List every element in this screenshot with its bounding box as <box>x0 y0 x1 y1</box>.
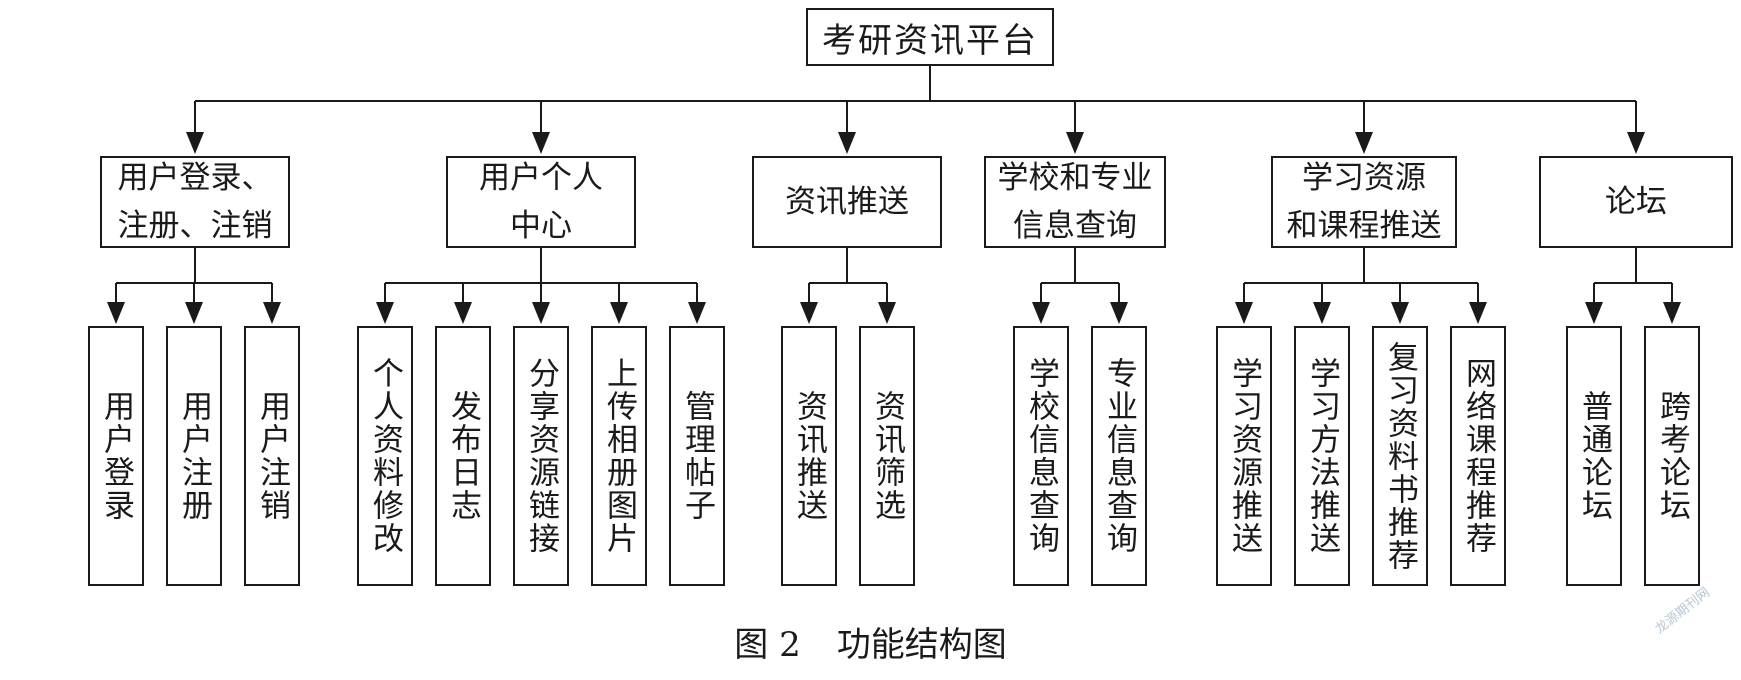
leaf-node: 学习方法推送 <box>1294 326 1350 586</box>
arrowhead <box>838 132 856 154</box>
leaf-label: 学校信息查询 <box>1023 357 1059 555</box>
figure-number: 图 2 <box>734 625 801 665</box>
module-node: 论坛 <box>1539 156 1733 248</box>
leaf-label: 普通论坛 <box>1576 390 1612 522</box>
leaf-node: 学习资源推送 <box>1216 326 1272 586</box>
leaf-label: 用户注销 <box>254 390 290 522</box>
arrowhead <box>532 302 550 324</box>
leaf-node: 用户注册 <box>166 326 222 586</box>
leaf-label: 个人资料修改 <box>367 357 403 555</box>
leaf-node: 个人资料修改 <box>357 326 413 586</box>
module-node: 用户登录、注册、注销 <box>100 156 290 248</box>
arrowhead <box>186 132 204 154</box>
leaf-node: 分享资源链接 <box>513 326 569 586</box>
arrowhead <box>1032 302 1050 324</box>
module-node: 用户个人中心 <box>446 156 636 248</box>
module-node: 学习资源和课程推送 <box>1271 156 1457 248</box>
leaf-label: 复习资料书推荐 <box>1382 340 1418 572</box>
leaf-label: 管理帖子 <box>679 390 715 522</box>
arrowhead <box>878 302 896 324</box>
arrowhead <box>185 302 203 324</box>
leaf-node: 用户注销 <box>244 326 300 586</box>
module-label-line: 用户登录、 <box>117 160 273 196</box>
leaf-node: 上传相册图片 <box>591 326 647 586</box>
module-label-line: 学校和专业 <box>997 160 1153 196</box>
module-label-line: 学习资源 <box>1302 160 1426 196</box>
figure-title: 功能结构图 <box>836 625 1007 665</box>
leaf-label: 学习方法推送 <box>1304 357 1340 555</box>
leaf-node: 普通论坛 <box>1566 326 1622 586</box>
leaf-label: 网络课程推荐 <box>1460 357 1496 555</box>
arrowhead <box>1585 302 1603 324</box>
module-label-line: 注册、注销 <box>117 208 273 244</box>
leaf-label: 资讯推送 <box>791 390 827 522</box>
leaf-node: 用户登录 <box>88 326 144 586</box>
leaf-label: 发布日志 <box>445 390 481 522</box>
module-node: 资讯推送 <box>752 156 942 248</box>
leaf-node: 专业信息查询 <box>1091 326 1147 586</box>
leaf-node: 资讯筛选 <box>859 326 915 586</box>
arrowhead <box>454 302 472 324</box>
root-node: 考研资讯平台 <box>806 8 1054 66</box>
module-label-line: 用户个人 <box>479 160 603 196</box>
arrowhead <box>532 132 550 154</box>
module-label-line: 中心 <box>510 208 572 244</box>
leaf-label: 上传相册图片 <box>601 357 637 555</box>
arrowhead <box>1235 302 1253 324</box>
leaf-label: 资讯筛选 <box>869 390 905 522</box>
module-label: 学校和专业信息查询 <box>998 154 1153 250</box>
leaf-label: 学习资源推送 <box>1226 357 1262 555</box>
leaf-label: 用户登录 <box>98 390 134 522</box>
module-label: 用户个人中心 <box>479 154 603 250</box>
arrowhead <box>800 302 818 324</box>
leaf-node: 复习资料书推荐 <box>1372 326 1428 586</box>
root-label: 考研资讯平台 <box>822 20 1038 61</box>
figure-caption: 图 2 功能结构图 <box>0 617 1741 666</box>
module-label: 论坛 <box>1605 178 1667 226</box>
leaf-node: 跨考论坛 <box>1644 326 1700 586</box>
arrowhead <box>1627 132 1645 154</box>
arrowhead <box>376 302 394 324</box>
leaf-node: 发布日志 <box>435 326 491 586</box>
module-label-line: 信息查询 <box>1013 208 1137 244</box>
module-label-line: 和课程推送 <box>1286 208 1442 244</box>
arrowhead <box>107 302 125 324</box>
leaf-label: 用户注册 <box>176 390 212 522</box>
arrowhead <box>1110 302 1128 324</box>
leaf-label: 专业信息查询 <box>1101 357 1137 555</box>
arrowhead <box>1391 302 1409 324</box>
module-label-line: 论坛 <box>1605 184 1667 220</box>
leaf-node: 网络课程推荐 <box>1450 326 1506 586</box>
arrowhead <box>1313 302 1331 324</box>
arrowhead <box>610 302 628 324</box>
module-label: 学习资源和课程推送 <box>1287 154 1442 250</box>
module-node: 学校和专业信息查询 <box>984 156 1166 248</box>
module-label: 资讯推送 <box>785 178 909 226</box>
leaf-node: 管理帖子 <box>669 326 725 586</box>
leaf-node: 学校信息查询 <box>1013 326 1069 586</box>
leaf-label: 跨考论坛 <box>1654 390 1690 522</box>
leaf-label: 分享资源链接 <box>523 357 559 555</box>
arrowhead <box>263 302 281 324</box>
arrowhead <box>1066 132 1084 154</box>
arrowhead <box>1663 302 1681 324</box>
arrowhead <box>1355 132 1373 154</box>
arrowhead <box>688 302 706 324</box>
module-label: 用户登录、注册、注销 <box>118 154 273 250</box>
leaf-node: 资讯推送 <box>781 326 837 586</box>
arrowhead <box>1469 302 1487 324</box>
module-label-line: 资讯推送 <box>785 184 909 220</box>
